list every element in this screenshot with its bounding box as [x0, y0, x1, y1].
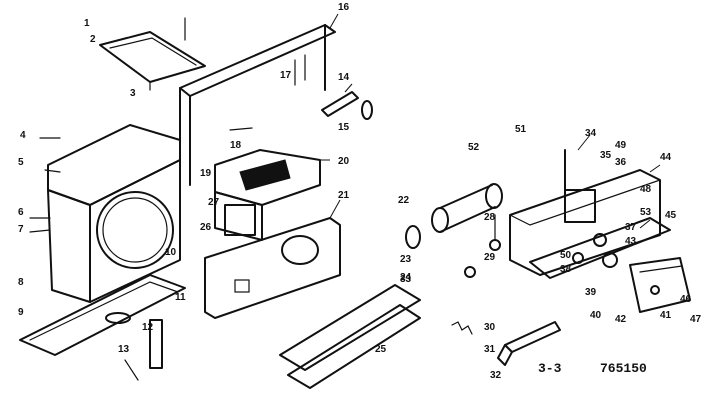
right-base [529, 217, 671, 279]
callout-31: 31 [484, 344, 496, 355]
callout-26: 26 [200, 222, 212, 233]
callout-34: 34 [585, 128, 597, 139]
fan-hub [405, 225, 421, 249]
evaporator-frame [509, 149, 661, 276]
callout-39: 39 [585, 287, 597, 298]
callout-38: 38 [560, 264, 572, 275]
callout-50: 50 [560, 250, 572, 261]
base-pan-middle [279, 284, 421, 389]
callout-16: 16 [338, 2, 350, 13]
callout-25: 25 [375, 344, 387, 355]
callout-30: 30 [484, 322, 496, 333]
callout-46: 46 [680, 294, 692, 305]
callout-8: 8 [18, 277, 24, 288]
tab-strip [321, 91, 359, 117]
screws-left [29, 17, 253, 381]
top-cover-panel [179, 24, 336, 186]
callout-32: 32 [490, 370, 502, 381]
callout-35: 35 [600, 150, 612, 161]
callout-19: 19 [200, 168, 212, 179]
callout-48: 48 [640, 184, 652, 195]
drain-tool [497, 321, 561, 366]
callout-40: 40 [590, 310, 602, 321]
callout-13: 13 [118, 344, 130, 355]
callout-24: 24 [400, 272, 412, 283]
callout-29: 29 [484, 252, 496, 263]
control-box [629, 257, 691, 313]
base-pan-left [19, 274, 186, 356]
callout-36: 36 [615, 157, 627, 168]
callout-17: 17 [280, 70, 292, 81]
callout-10: 10 [165, 247, 177, 258]
callout-43: 43 [625, 236, 637, 247]
knobs [572, 233, 618, 268]
callout-14: 14 [338, 72, 350, 83]
callout-41: 41 [660, 310, 672, 321]
callout-33: 33 [400, 274, 412, 285]
leader-lines [318, 13, 661, 229]
callout-37: 37 [625, 222, 637, 233]
callout-20: 20 [338, 156, 350, 167]
callout-3: 3 [130, 88, 136, 99]
callout-15: 15 [338, 122, 350, 133]
callout-labels: 1 2 3 4 5 6 7 8 9 10 11 12 13 14 15 16 1… [18, 2, 702, 381]
callout-2: 2 [90, 34, 96, 45]
washers [464, 214, 501, 278]
gasket [361, 100, 373, 120]
top-mounting-plate [99, 31, 206, 91]
callout-1: 1 [84, 18, 90, 29]
callout-52: 52 [468, 142, 480, 153]
callout-18: 18 [230, 140, 242, 151]
drawing-number: 765150 [600, 361, 647, 376]
callout-42: 42 [615, 314, 627, 325]
callout-23: 23 [400, 254, 412, 265]
callout-27: 27 [208, 197, 220, 208]
figure-label: 3-3 [538, 361, 562, 376]
spring [451, 321, 473, 335]
condenser-housing [47, 124, 181, 303]
callout-47: 47 [690, 314, 702, 325]
callout-44: 44 [660, 152, 672, 163]
callout-45: 45 [665, 210, 677, 221]
small-bracket [149, 319, 163, 369]
callout-4: 4 [20, 130, 26, 141]
callout-11: 11 [175, 292, 186, 303]
callout-49: 49 [615, 140, 627, 151]
callout-22: 22 [398, 195, 410, 206]
callout-28: 28 [484, 212, 496, 223]
callout-51: 51 [515, 124, 527, 135]
callout-7: 7 [18, 224, 24, 235]
callout-9: 9 [18, 307, 24, 318]
callout-21: 21 [338, 190, 350, 201]
callout-5: 5 [18, 157, 24, 168]
fan-cylinder [431, 183, 503, 233]
callout-53: 53 [640, 207, 652, 218]
callout-12: 12 [142, 322, 154, 333]
callout-6: 6 [18, 207, 24, 218]
